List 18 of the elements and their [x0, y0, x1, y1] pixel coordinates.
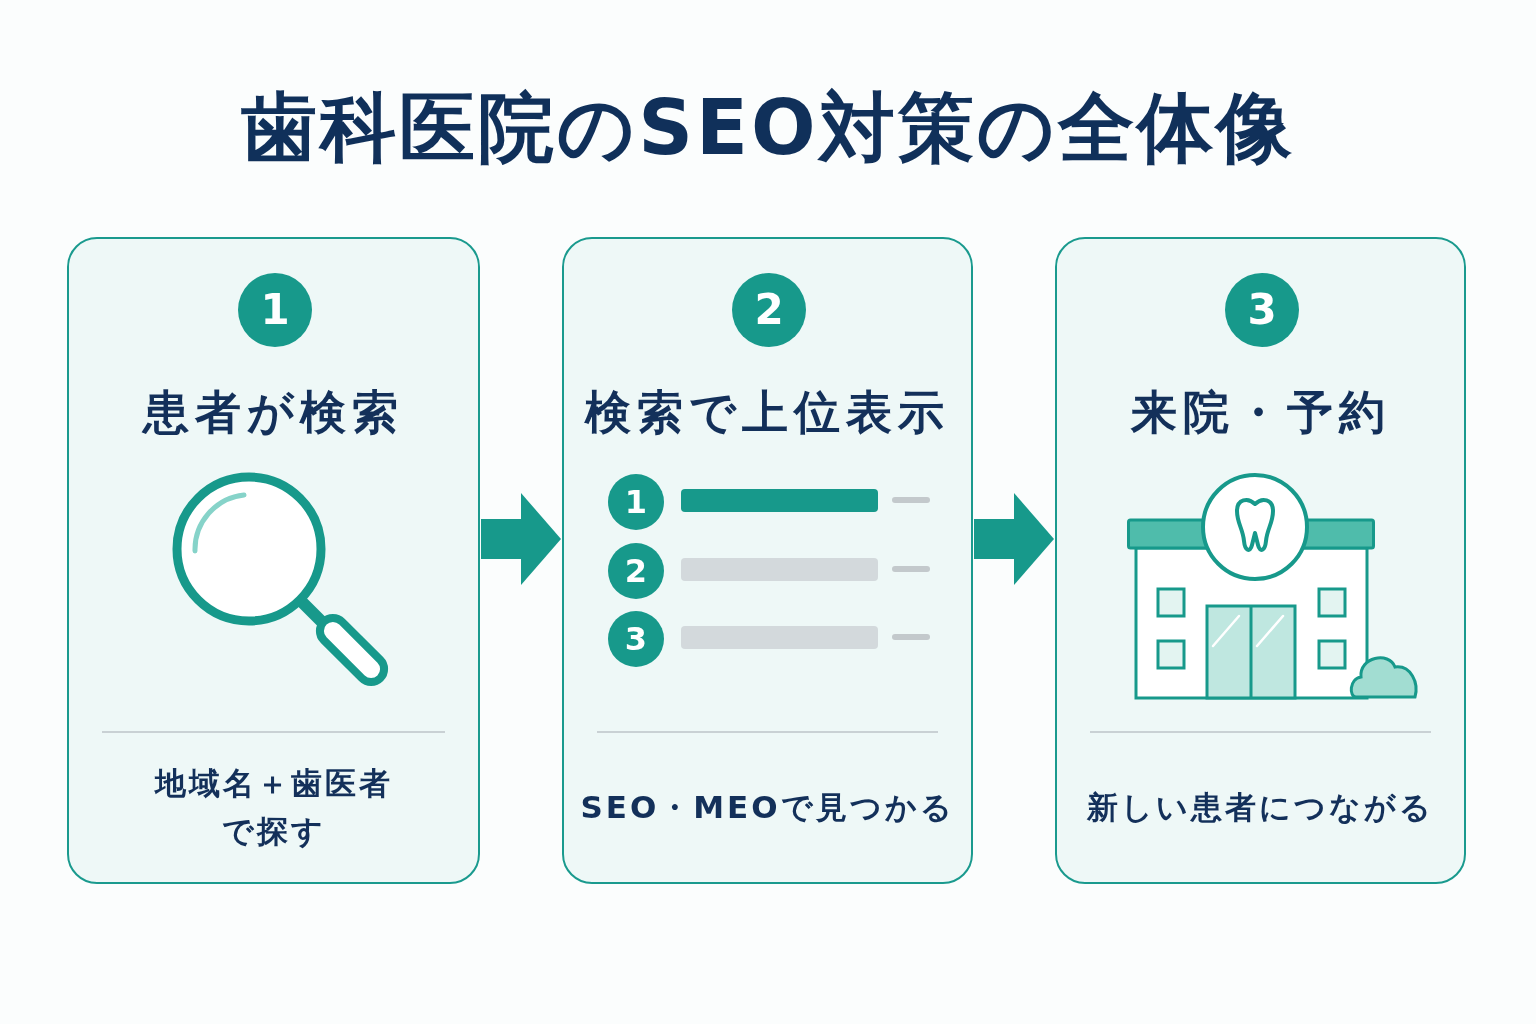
step-number-badge: 3: [1225, 273, 1299, 347]
rank-number-badge: 2: [608, 543, 664, 599]
step-description: 新しい患者につながる: [1087, 788, 1434, 827]
step-card: [67, 237, 480, 884]
step-heading: 患者が検索: [143, 384, 404, 440]
step-card: [1055, 237, 1466, 884]
arrow: [974, 493, 1054, 585]
step-number-badge: 2: [732, 273, 806, 347]
step-description: 地域名＋歯医者で探す: [153, 764, 394, 851]
title: 歯科医院のSEO対策の全体像: [241, 86, 1295, 170]
rank-number-badge: 3: [608, 611, 664, 667]
step-heading: 来院・予約: [1130, 384, 1391, 440]
step-card: [562, 237, 973, 884]
step-number-badge: 1: [238, 273, 312, 347]
step-description: SEO・MEOで見つかる: [580, 788, 955, 827]
arrow: [481, 493, 561, 585]
rank-number-badge: 1: [608, 474, 664, 530]
step-heading: 検索で上位表示: [585, 384, 950, 440]
